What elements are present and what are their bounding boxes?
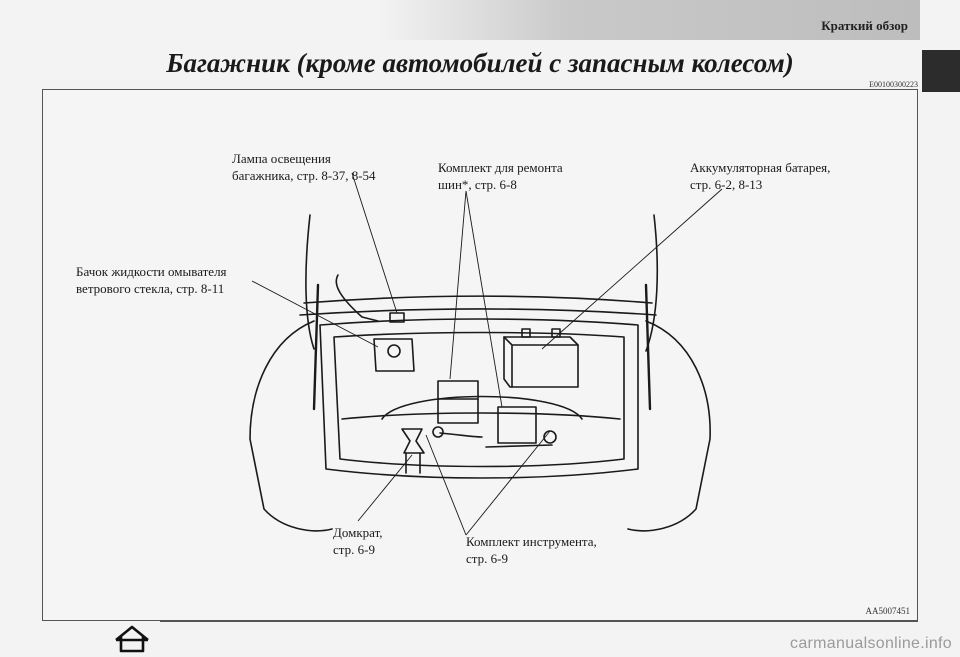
doc-code: E00100300223: [869, 80, 918, 89]
callout-battery: Аккумуляторная батарея, стр. 6-2, 8-13: [690, 160, 831, 192]
callout-jack: Домкрат, стр. 6-9: [333, 525, 383, 557]
callout-washer-reservoir: Бачок жидкости омывателя ветрового стекл…: [76, 264, 227, 296]
figure-frame: [42, 89, 918, 621]
callout-tire-repair-kit: Комплект для ремонта шин*, стр. 6-8: [438, 160, 563, 192]
callout-trunk-lamp: Лампа освещения багажника, стр. 8-37, 8-…: [232, 151, 376, 183]
callout-tool-kit: Комплект инструмента, стр. 6-9: [466, 534, 597, 566]
home-icon[interactable]: [112, 624, 152, 654]
chapter-tab: [922, 50, 960, 92]
watermark: carmanualsonline.info: [790, 635, 952, 652]
header-band: [380, 0, 920, 40]
figure-code: AA5007451: [865, 606, 911, 616]
trunk-illustration: [249, 172, 723, 536]
page-title: Багажник (кроме автомобилей с запасным к…: [166, 48, 794, 78]
section-title: Краткий обзор: [821, 18, 908, 33]
bottom-rule: [160, 621, 918, 622]
